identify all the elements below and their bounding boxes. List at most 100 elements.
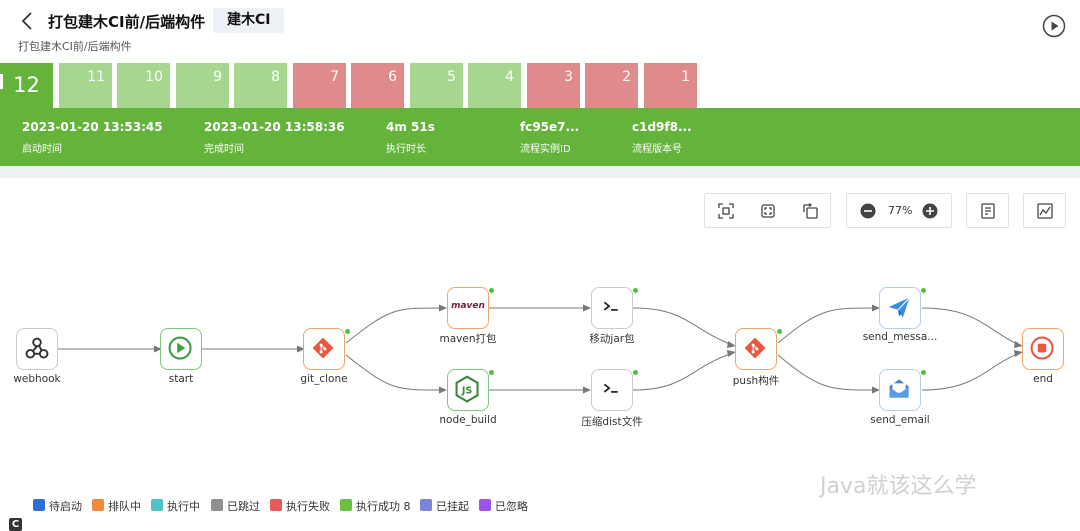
rotate-icon [803,202,818,219]
node-webhook[interactable] [16,328,58,370]
node-label-webhook: webhook [13,373,61,385]
legend-swatch [211,499,223,511]
status-dot-move-jar [633,288,638,293]
zoom-out-button[interactable] [859,202,877,220]
start-time-label: 启动时间 [22,144,62,155]
node-push[interactable] [735,328,777,370]
build-tab-12[interactable]: 12 [0,63,53,108]
fullscreen-button[interactable] [759,202,777,220]
breadcrumb: 打包建木CI前/后端构件 [18,40,132,53]
plus-circle-icon [922,203,938,219]
node-maven[interactable]: maven [447,287,489,329]
build-history-tabs: 12 11 10 9 8 7 6 5 4 3 2 1 [0,63,1080,108]
zoom-tools: 77% [846,193,952,228]
play-circle-icon [1042,14,1066,38]
maven-icon: maven [451,301,485,311]
node-label-send-email: send_email [870,414,930,426]
build-tab-10[interactable]: 10 [117,63,170,108]
build-tab-11[interactable]: 11 [59,63,112,108]
legend-label: 已挂起 [436,500,469,513]
node-label-push: push构件 [732,375,780,387]
duration-label: 执行时长 [386,144,426,155]
legend-swatch [270,499,282,511]
build-tab-2[interactable]: 2 [585,63,638,108]
version-label: 流程版本号 [632,144,682,155]
build-tab-4[interactable]: 4 [468,63,521,108]
instance-id-value[interactable]: fc95e7... [520,120,580,134]
instance-id-label: 流程实例ID [520,144,571,155]
legend-label: 执行中 [167,500,200,513]
node-label-end: end [1033,373,1053,385]
duration-value: 4m 51s [386,120,435,134]
divider [0,166,1080,178]
rotate-button[interactable] [801,202,819,220]
terminal-icon [603,383,618,393]
log-tool [966,193,1009,228]
corner-logo: C [9,518,22,531]
info-start-time: 2023-01-20 13:53:45 启动时间 [22,120,163,155]
run-button[interactable] [1042,14,1066,38]
legend-label: 排队中 [108,500,141,513]
node-node-build[interactable]: JS [447,369,489,411]
back-button[interactable] [18,10,38,32]
status-dot-send-message [921,288,926,293]
build-tab-6[interactable]: 6 [351,63,404,108]
git-icon [312,337,334,359]
log-button[interactable] [979,202,997,220]
statistics-button[interactable] [1036,202,1054,220]
project-tag: 建木CI [213,8,285,33]
build-tab-1[interactable]: 1 [644,63,697,108]
nodejs-icon: JS [455,375,479,403]
git-icon [744,337,766,359]
node-end[interactable] [1022,328,1064,370]
status-dot-node-build [489,370,494,375]
legend-swatch [420,499,432,511]
build-tab-7[interactable]: 7 [293,63,346,108]
legend-swatch [33,499,45,511]
node-start[interactable] [160,328,202,370]
fit-view-button[interactable] [717,202,735,220]
legend-swatch [479,499,491,511]
status-dot-git-clone [345,329,350,334]
zoom-in-button[interactable] [921,202,939,220]
start-time-value: 2023-01-20 13:53:45 [22,120,163,134]
watermark: Java就该这么学 [820,474,977,499]
node-git-clone[interactable] [303,328,345,370]
mail-icon [889,379,909,398]
info-version: c1d9f8... 流程版本号 [632,120,692,155]
minus-circle-icon [860,203,876,219]
legend-label: 执行成功 8 [356,500,411,513]
legend-swatch [340,499,352,511]
legend-label: 待启动 [49,500,82,513]
page-title: 打包建木CI前/后端构件 [48,13,206,31]
status-dot-send-email [921,370,926,375]
build-tab-8[interactable]: 8 [234,63,287,108]
build-tab-5[interactable]: 5 [410,63,463,108]
node-label-start: start [168,373,194,385]
node-zip-dist[interactable] [591,369,633,411]
node-send-message[interactable] [879,287,921,329]
node-send-email[interactable] [879,369,921,411]
line-chart-icon [1037,203,1053,219]
legend-label: 执行失败 [286,500,330,513]
paper-plane-icon [888,297,910,318]
zoom-level: 77% [888,204,913,217]
terminal-icon [603,301,618,311]
svg-text:JS: JS [461,385,473,396]
legend-label: 已忽略 [495,500,528,513]
status-dot-zip-dist [633,370,638,375]
node-label-maven: maven打包 [439,333,497,345]
stop-icon [1030,336,1054,360]
build-info-bar: 2023-01-20 13:53:45 启动时间 2023-01-20 13:5… [0,108,1080,166]
node-label-zip-dist: 压缩dist文件 [581,416,643,428]
document-icon [981,203,995,219]
version-value[interactable]: c1d9f8... [632,120,692,134]
build-tab-3[interactable]: 3 [527,63,580,108]
build-tab-9[interactable]: 9 [176,63,229,108]
legend-swatch [151,499,163,511]
focus-icon [718,203,734,219]
status-dot-maven [489,288,494,293]
chevron-left-icon [21,12,32,30]
pipeline-canvas[interactable]: webhook start git_clone maven maven打包 JS… [0,178,1080,488]
node-move-jar[interactable] [591,287,633,329]
